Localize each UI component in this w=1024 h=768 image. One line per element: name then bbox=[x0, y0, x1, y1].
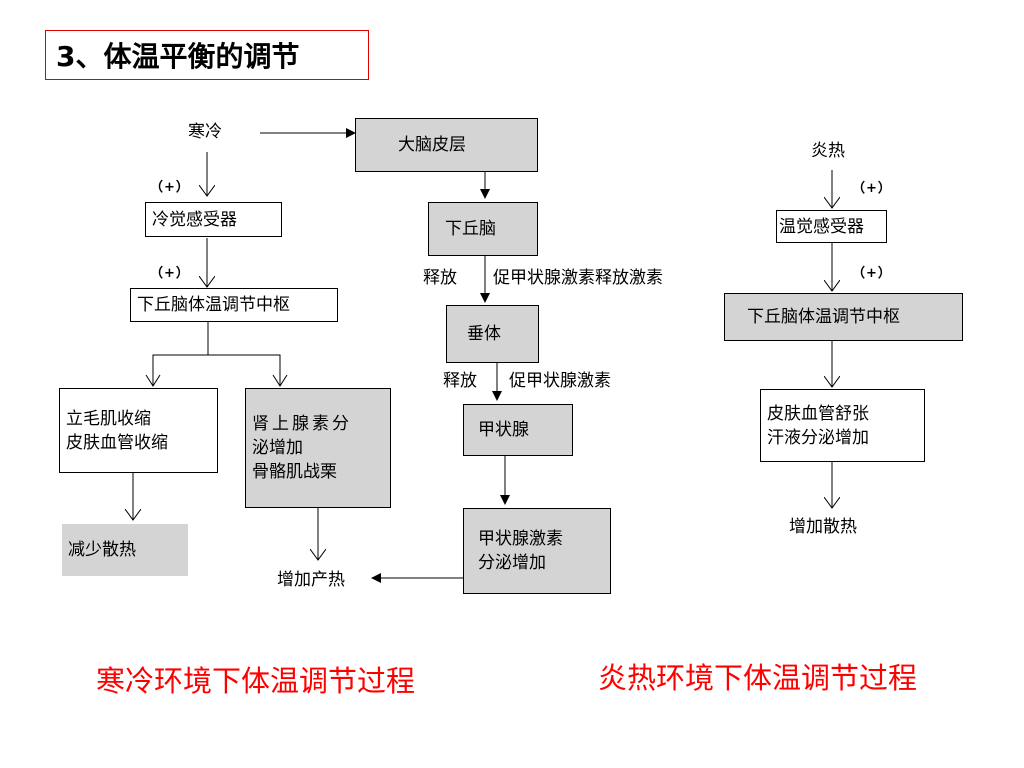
cold-effect-line: 立毛肌收缩 bbox=[66, 408, 151, 429]
tsh-label: 促甲状腺激素 bbox=[509, 371, 611, 391]
pituitary-label: 垂体 bbox=[467, 324, 501, 344]
cold-stimulus-label: 寒冷 bbox=[188, 122, 222, 142]
cold-effect-line: 皮肤血管收缩 bbox=[66, 432, 168, 453]
cold-effect-box-skin: 立毛肌收缩 皮肤血管收缩 bbox=[59, 388, 218, 473]
hot-stimulus-label: 炎热 bbox=[811, 141, 845, 161]
cold-effect-line: 骨骼肌战栗 bbox=[252, 462, 337, 482]
hot-plus-sign-2: （+） bbox=[852, 266, 892, 281]
cortex-label: 大脑皮层 bbox=[398, 135, 466, 155]
cold-effect-box-hormone: 肾上腺素分 泌增加 骨骼肌战栗 bbox=[245, 388, 391, 508]
release-label-1: 释放 bbox=[423, 268, 457, 288]
hypothalamus-label: 下丘脑 bbox=[445, 219, 496, 239]
hot-center-box: 下丘脑体温调节中枢 bbox=[724, 293, 963, 341]
arrow-head-right-branch bbox=[272, 374, 288, 387]
hot-plus-sign-1: （+） bbox=[852, 181, 892, 196]
arrow-head-left-branch bbox=[145, 374, 161, 387]
cold-result-increase-label: 增加产热 bbox=[277, 570, 345, 590]
thyroxine-box: 甲状腺激素 分泌增加 bbox=[463, 508, 611, 594]
hot-result-label: 增加散热 bbox=[789, 517, 857, 537]
thyroid-box: 甲状腺 bbox=[463, 404, 573, 456]
cold-effect-line: 肾上腺素分 bbox=[252, 414, 352, 434]
hot-effect-line: 皮肤血管舒张 bbox=[767, 403, 869, 424]
hot-receptor-box: 温觉感受器 bbox=[776, 210, 887, 243]
hypothalamus-box: 下丘脑 bbox=[428, 202, 538, 256]
cold-plus-sign-1: （+） bbox=[150, 180, 190, 195]
cold-receptor-label: 冷觉感受器 bbox=[152, 209, 237, 230]
cold-receptor-box: 冷觉感受器 bbox=[145, 202, 282, 237]
hot-caption: 炎热环境下体温调节过程 bbox=[598, 661, 918, 695]
hot-receptor-label: 温觉感受器 bbox=[779, 216, 864, 237]
hot-effect-box: 皮肤血管舒张 汗液分泌增加 bbox=[760, 389, 925, 462]
cold-result-reduce-box: 减少散热 bbox=[62, 524, 188, 576]
trh-label: 促甲状腺激素释放激素 bbox=[493, 268, 663, 288]
thyroxine-line: 甲状腺激素 bbox=[478, 529, 563, 549]
cold-result-reduce-label: 减少散热 bbox=[68, 540, 136, 560]
slide-title: 3、体温平衡的调节 bbox=[45, 30, 369, 80]
connector-center-split bbox=[152, 322, 209, 386]
cold-center-label: 下丘脑体温调节中枢 bbox=[137, 295, 290, 315]
pituitary-box: 垂体 bbox=[446, 305, 539, 363]
hot-center-label: 下丘脑体温调节中枢 bbox=[747, 307, 900, 327]
cortex-box: 大脑皮层 bbox=[355, 118, 538, 172]
cold-caption: 寒冷环境下体温调节过程 bbox=[96, 664, 416, 698]
cold-plus-sign-2: （+） bbox=[150, 266, 190, 281]
cold-center-box: 下丘脑体温调节中枢 bbox=[130, 288, 338, 322]
release-label-2: 释放 bbox=[443, 371, 477, 391]
cold-effect-line: 泌增加 bbox=[252, 438, 303, 458]
thyroid-label: 甲状腺 bbox=[478, 420, 529, 440]
thyroxine-line: 分泌增加 bbox=[478, 553, 546, 573]
hot-effect-line: 汗液分泌增加 bbox=[767, 427, 869, 448]
